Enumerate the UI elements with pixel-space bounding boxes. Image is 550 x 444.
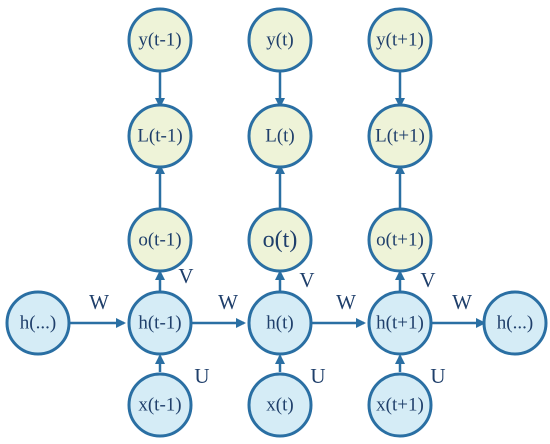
- node-o-next-label: o(t+1): [376, 230, 424, 251]
- node-x-prev-label: x(t-1): [138, 395, 181, 416]
- node-h-prev: h(t-1): [127, 290, 193, 356]
- node-x-next-label: x(t+1): [376, 395, 424, 416]
- node-h-next-label: h(t+1): [376, 313, 424, 334]
- weight-label-W-3: W: [336, 290, 356, 314]
- node-o-curr: o(t): [247, 207, 313, 273]
- node-y-curr: y(t): [247, 7, 313, 73]
- node-o-curr-label: o(t): [263, 227, 298, 253]
- node-h-end: h(...): [482, 290, 548, 356]
- node-x-curr-label: x(t): [266, 395, 293, 416]
- node-h-start: h(...): [5, 290, 71, 356]
- node-h-end-label: h(...): [497, 313, 533, 334]
- weight-label-V-2: V: [299, 268, 314, 292]
- node-y-next-label: y(t+1): [376, 30, 424, 51]
- node-y-next: y(t+1): [367, 7, 433, 73]
- node-y-curr-label: y(t): [266, 30, 293, 51]
- node-L-curr-label: L(t): [265, 126, 295, 147]
- node-o-prev-label: o(t-1): [138, 230, 181, 251]
- node-h-start-label: h(...): [20, 313, 56, 334]
- node-y-prev-label: y(t-1): [138, 30, 181, 51]
- node-x-next: x(t+1): [367, 372, 433, 438]
- node-o-next: o(t+1): [367, 207, 433, 273]
- node-h-curr: h(t): [247, 290, 313, 356]
- node-L-next-label: L(t+1): [375, 126, 425, 147]
- weight-label-U-2: U: [310, 364, 325, 388]
- weight-label-U-1: U: [194, 364, 209, 388]
- weight-labels: W W W W V V V U U U: [89, 264, 472, 388]
- weight-label-W-1: W: [89, 290, 109, 314]
- node-x-prev: x(t-1): [127, 372, 193, 438]
- node-x-curr: x(t): [247, 372, 313, 438]
- node-h-curr-label: h(t): [266, 313, 293, 334]
- node-o-prev: o(t-1): [127, 207, 193, 273]
- node-L-prev-label: L(t-1): [137, 126, 182, 147]
- weight-label-W-4: W: [452, 290, 472, 314]
- weight-label-V-3: V: [420, 268, 435, 292]
- node-L-next: L(t+1): [367, 103, 433, 169]
- weight-label-W-2: W: [218, 290, 238, 314]
- weight-label-V-1: V: [178, 264, 193, 288]
- node-h-prev-label: h(t-1): [138, 313, 181, 334]
- edges: [70, 71, 486, 372]
- node-h-next: h(t+1): [367, 290, 433, 356]
- node-L-prev: L(t-1): [127, 103, 193, 169]
- node-L-curr: L(t): [247, 103, 313, 169]
- node-y-prev: y(t-1): [127, 7, 193, 73]
- weight-label-U-3: U: [430, 364, 445, 388]
